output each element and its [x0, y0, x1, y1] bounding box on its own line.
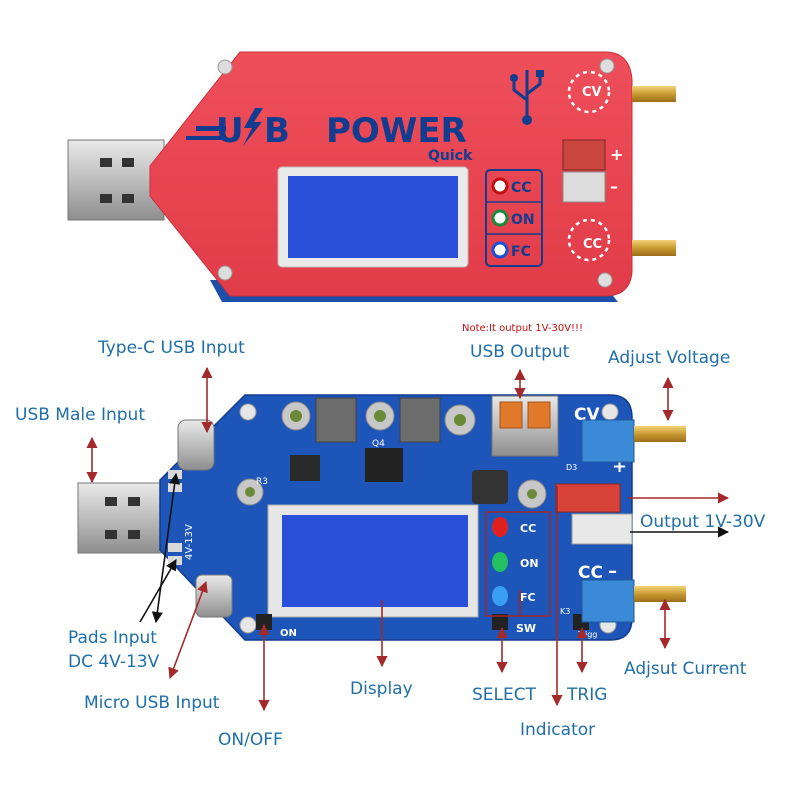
display-label: Display: [350, 679, 413, 699]
inductor-round: [472, 470, 508, 504]
on-off-label: ON/OFF: [218, 730, 283, 750]
led-label-cc: CC: [511, 180, 532, 196]
silk-led-cc: CC: [520, 522, 536, 535]
silk-voltage: 4V-13V: [184, 524, 195, 560]
lcd-screen: [288, 176, 458, 258]
screw: [217, 59, 233, 75]
svg-text:–: –: [608, 561, 617, 582]
bottom-device: 4V-13V Q4 R3 CC ON FC: [77, 394, 686, 641]
brand-quick: Quick: [428, 148, 473, 164]
output-terminal-red: [562, 139, 606, 171]
silk-k3: K3: [560, 607, 570, 616]
brand-b: B: [264, 111, 290, 151]
silk-cc: CC: [578, 563, 603, 583]
fc-led-bottom: [492, 586, 508, 606]
select-button: [492, 614, 508, 630]
output-note: Note:It output 1V-30V!!!: [462, 323, 584, 334]
pads-input-label: Pads Input: [68, 628, 157, 648]
type-c-port: [177, 419, 215, 471]
cv-potentiometer-bottom: [581, 419, 635, 463]
cc-dial-icon: [567, 218, 611, 262]
output-range-label: Output 1V-30V: [640, 512, 766, 532]
lcd-screen-bottom: [282, 515, 468, 607]
output-terminal-bottom-white: [571, 513, 633, 545]
micro-usb-label: Micro USB Input: [84, 693, 220, 713]
minus-label: –: [610, 177, 618, 196]
on-led-bottom: [492, 552, 508, 572]
silk-q4: Q4: [372, 439, 385, 449]
lightning-icon: [243, 108, 263, 146]
usb-plug-bottom: [77, 482, 169, 554]
indicator-label: Indicator: [520, 720, 596, 740]
silk-trigg: Trigg: [577, 630, 597, 639]
silk-led-fc: FC: [520, 591, 536, 604]
output-terminal-bottom-red: [555, 483, 621, 513]
adjust-current-label: Adjsut Current: [624, 659, 747, 679]
silk-r3: R3: [256, 477, 268, 487]
inductor: [315, 397, 357, 443]
brand-u: U: [216, 111, 244, 151]
cc-led: [491, 177, 509, 195]
brand-power: POWER: [326, 111, 467, 151]
on-led: [491, 209, 509, 227]
usb-symbol-icon: [512, 70, 542, 118]
top-device: U B POWER Quick CC ON FC CV CC: [67, 51, 676, 302]
silk-led-on: ON: [520, 557, 539, 570]
silk-on: ON: [280, 628, 297, 639]
callout-arrows: [86, 366, 730, 712]
screw: [217, 265, 233, 281]
cc-led-bottom: [492, 517, 508, 537]
led-label-on: ON: [511, 212, 535, 228]
cc-potentiometer: [632, 240, 676, 256]
cv-potentiometer: [632, 86, 676, 102]
pads-voltage-label: DC 4V-13V: [68, 652, 160, 672]
output-terminal-white: [562, 171, 606, 203]
led-label-fc: FC: [511, 244, 531, 260]
cc-label: CC: [583, 237, 602, 252]
silk-d3: D3: [566, 463, 577, 472]
silk-sw: SW: [516, 622, 536, 635]
cc-potentiometer-bottom: [581, 579, 635, 623]
cv-dial-icon: [567, 70, 611, 114]
select-label: SELECT: [472, 685, 536, 705]
regulator-chip: [365, 448, 403, 482]
inductor: [399, 397, 441, 443]
type-c-label: Type-C USB Input: [98, 338, 245, 358]
indicator-box: [485, 511, 551, 617]
screw: [599, 58, 615, 74]
screw: [597, 272, 613, 288]
plus-label: +: [610, 145, 623, 164]
usb-male-label: USB Male Input: [15, 405, 145, 425]
fc-led: [491, 241, 509, 259]
usb-output-label: USB Output: [470, 342, 570, 362]
adjust-voltage-label: Adjust Voltage: [608, 348, 731, 368]
cv-label: CV: [582, 85, 602, 100]
led-panel: [485, 169, 543, 267]
trig-label: TRIG: [567, 685, 608, 705]
usb-plug-top: [67, 139, 165, 221]
